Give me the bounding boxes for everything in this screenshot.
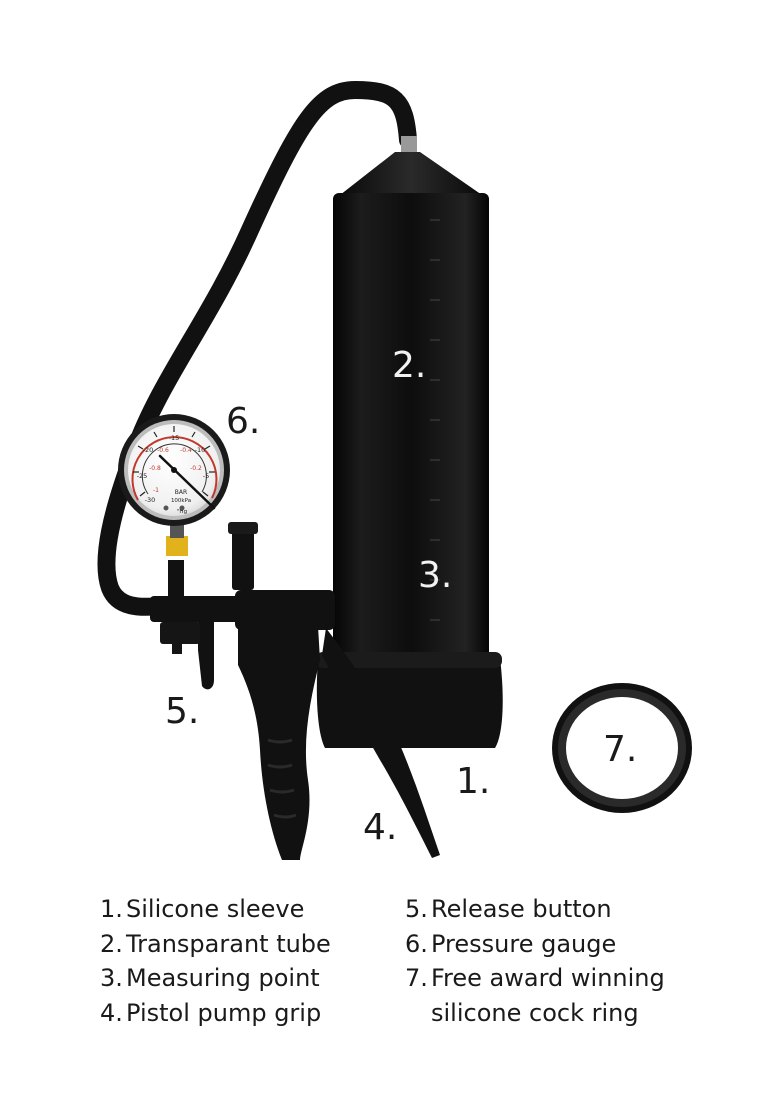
gauge-unit-hg: "Hg	[177, 509, 187, 515]
silicone-cock-ring	[552, 683, 692, 813]
vacuum-pump-illustration: -30 -25 -20 -15 -10 -5 -1 -0.8 -0.6 -0.4…	[97, 80, 692, 860]
pump-head	[235, 590, 335, 630]
release-valve-tip	[160, 622, 200, 644]
legend-item-text: Pistol pump grip	[126, 998, 322, 1027]
legend-item-number: 4.	[100, 998, 123, 1027]
transparent-tube	[333, 193, 489, 663]
callout-cock-ring: 7.	[603, 729, 638, 770]
legend-item-text: Release button	[431, 895, 612, 923]
callout-release-button: 5.	[165, 691, 200, 732]
gauge-inner-tick: -0.8	[149, 465, 161, 472]
legend-item: 3.Measuring point	[100, 961, 331, 996]
legend-right-column: 5.Release button 6.Pressure gauge 7.Free…	[405, 892, 665, 1030]
callout-pistol-pump-grip: 4.	[363, 807, 398, 848]
legend-item-number: 5.	[405, 895, 428, 923]
legend-item-text: Silicone sleeve	[126, 895, 305, 923]
gauge-inner-tick: -0.4	[180, 447, 192, 454]
gauge-inner-tick: -0.6	[157, 447, 169, 454]
legend-item: 5.Release button	[405, 892, 665, 927]
gauge-inner-tick: -1	[153, 487, 159, 494]
legend-item-text: Pressure gauge	[431, 929, 617, 958]
legend-item-text: Measuring point	[126, 964, 320, 992]
gauge-outer-tick: -15	[169, 434, 180, 442]
callout-transparant-tube: 2.	[392, 345, 427, 386]
legend-item-text: silicone cock ring	[431, 998, 639, 1027]
gauge-outer-tick: -5	[203, 472, 209, 480]
brass-fitting	[166, 536, 188, 556]
callout-pressure-gauge: 6.	[226, 401, 261, 442]
gauge-outer-tick: -20	[143, 446, 154, 454]
legend-item-text: Transparant tube	[126, 929, 331, 958]
gauge-stem	[168, 560, 184, 600]
grip-ridges	[267, 738, 297, 819]
pump-valve-top	[232, 530, 254, 590]
measuring-scale	[430, 219, 440, 621]
release-button	[198, 620, 214, 690]
legend-item-number: 1.	[100, 895, 123, 923]
release-valve-body	[150, 596, 240, 622]
callout-silicone-sleeve: 1.	[456, 761, 491, 802]
pump-valve-cap	[228, 522, 258, 534]
gauge-outer-tick: -30	[145, 496, 156, 504]
gauge-outer-tick: -25	[137, 472, 148, 480]
gauge-unit-kpa: 100kPa	[171, 498, 191, 504]
callout-measuring-point: 3.	[418, 555, 453, 596]
gauge-unit-bar: BAR	[175, 489, 187, 496]
hose-connector	[401, 136, 417, 152]
gauge-inner-tick: -0.2	[190, 465, 202, 472]
sleeve-rim	[316, 652, 502, 668]
legend-item-number: 6.	[405, 929, 428, 958]
legend-left-column: 1.Silicone sleeve 2.Transparant tube 3.M…	[100, 892, 331, 1030]
legend-item: 6.Pressure gauge	[405, 927, 665, 962]
legend-item-continuation: silicone cock ring	[405, 996, 665, 1031]
cylinder-cap	[340, 152, 482, 195]
legend-item: 4.Pistol pump grip	[100, 996, 331, 1031]
legend-item-number: 7.	[405, 964, 428, 992]
pressure-gauge: -30 -25 -20 -15 -10 -5 -1 -0.8 -0.6 -0.4…	[118, 414, 230, 526]
release-valve-pin	[172, 640, 182, 654]
legend-item-number: 2.	[100, 929, 123, 958]
gauge-needle	[158, 454, 216, 510]
legend-item: 1.Silicone sleeve	[100, 892, 331, 927]
legend-item: 2.Transparant tube	[100, 927, 331, 962]
legend-item: 7.Free award winning	[405, 961, 665, 996]
vacuum-hose	[97, 80, 417, 616]
legend-item-text: Free award winning	[431, 964, 665, 992]
legend-item-number: 3.	[100, 964, 123, 992]
gauge-outer-tick: -10	[195, 446, 206, 454]
pump-lever	[322, 628, 440, 858]
